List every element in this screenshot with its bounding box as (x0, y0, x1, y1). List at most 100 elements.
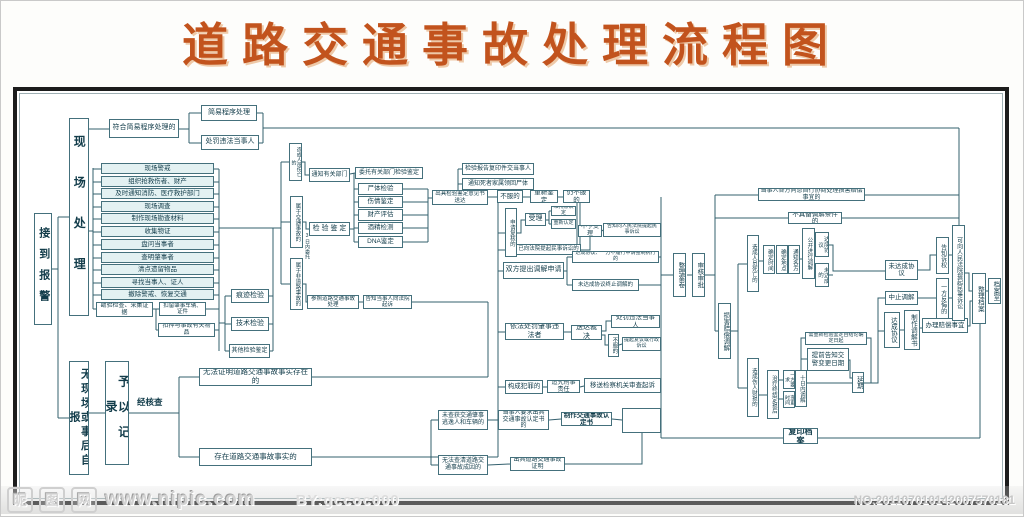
flow-node-after-treatment-ends: 治疗终结定损后 (767, 370, 779, 419)
flow-node-archive-room: 档案室 (988, 278, 1001, 304)
flow-node-transfer-procuratorate: 移送检察机关审查起诉 (584, 378, 661, 393)
flow-node-agreement-reached: 达成协议 (884, 312, 900, 348)
flow-node-new-finding: 重新认定 (551, 219, 576, 229)
flow-node-cannot-prove-accident: 无法证明道路交通事故事实存在的 (199, 368, 312, 386)
flow-node-agreement-enforce: 达成协议、一方不履行申请强制执行的 (572, 251, 659, 263)
flow-node-detain-vehicle: 扣留肇事车辆、证件 (159, 302, 206, 316)
flow-node-property-assess: 财产评估 (358, 209, 403, 221)
flow-node-still-dissatisfied: 仍不服的 (563, 190, 590, 203)
flow-node-item-4: 现场调查 (101, 201, 214, 212)
flow-node-open-mediation: 公开进行调解 (802, 228, 815, 279)
flow-node-damage-compensation-mediation: 损害赔偿调解 (718, 303, 731, 359)
flow-node-deliver-ruling: 送达裁决 (571, 325, 602, 340)
flow-node-item-8: 查明肇事者 (101, 252, 214, 263)
flow-node-accident-fact-exists: 存在道路交通事故事实的 (199, 448, 312, 466)
flow-node-blank-box (622, 408, 661, 433)
flow-node-postpone: 延期 (852, 372, 864, 393)
flow-node-injury-property-case: 造成伤人财损的 (747, 358, 759, 417)
flow-node-re-appraisal: 重新鉴定 (530, 190, 558, 203)
flow-node-make-mediation-doc: 制作调解书 (904, 310, 920, 350)
flow-node-no-agreement-end: 未达成协议终止调解的 (572, 279, 639, 291)
flow-node-scene-handling: 现场处理 (69, 118, 89, 316)
watermark-author: BY:gccoc000 (295, 491, 400, 509)
flow-node-inform-sue-court: 告知当事人向法院起诉 (363, 295, 412, 309)
flow-node-item-1: 现场警戒 (101, 163, 214, 174)
page-title: 道路交通事故处理流程图 (182, 20, 842, 71)
flow-node-make-record: 予以记录 (105, 361, 129, 465)
flow-node-hit-run-not-caught: 未查获交通肇事逃逸人和车辆的 (438, 410, 488, 430)
flow-node-casualty-branch: 造成人员伤亡的 (289, 143, 302, 181)
flow-node-other-exam: 其他检验鉴定 (229, 344, 270, 358)
flow-node-change-time: 变更时间 (783, 391, 795, 408)
flow-node-one-party-requests: 一方要求 (783, 370, 795, 389)
flow-node-one-party-reneges: 一方反悔的 (936, 278, 949, 319)
flow-node-no-mediation-conditions: 不具备调解条件的 (788, 212, 842, 224)
flow-node-no-agreement: 未达成协议 (885, 260, 918, 280)
flow-node-not-accepted: 不予受理 (578, 225, 602, 237)
flow-node-notify-departments: 通知有关部门 (309, 168, 350, 182)
flow-node-mediate-in-ten-days: 十日内调解 (795, 370, 807, 407)
flow-node-summary-procedure: 简易程序处理 (201, 105, 257, 121)
flow-label-after-verification: 经核查 (137, 397, 163, 407)
flow-node-dissatisfied: 不服的 (497, 190, 523, 203)
flow-node-set-time: 确定时间 (763, 245, 775, 274)
flow-node-archive-file: 整理档案 (972, 273, 986, 324)
flow-node-mediation-not-agreed: 未达成的 (815, 263, 829, 287)
flow-node-punish-violators: 依法处罚肇事违法者 (505, 323, 564, 340)
flow-node-item-6: 收集物证 (101, 226, 214, 237)
flow-node-traffic-accident-branch: 属于交通事故的 (290, 196, 303, 248)
flow-node-suspend-mediation: 中止调解 (885, 291, 918, 305)
flow-node-uphold-finding: 维持原认定 (551, 206, 576, 216)
watermark-url: www.nipic.com (105, 489, 256, 510)
flow-node-tech-exam: 技术检验 (231, 317, 269, 331)
flow-node-inspection-appraisal: 检 验 鉴 定 (309, 222, 350, 236)
flow-node-alcohol-test: 酒精检测 (358, 222, 403, 234)
flow-node-entrust-appraisal: 委托有关部门检验鉴定 (355, 167, 423, 179)
flow-node-item-5: 制作现场勘查材料 (101, 213, 214, 224)
flow-node-party-requests-finding: 当事人要求出具交通事故认定书的 (498, 410, 549, 430)
flow-node-cause-unclear: 无法查清道路交通事故成因的 (438, 455, 488, 475)
nipic-logo: 昵图网 (7, 487, 97, 513)
flow-node-seize-items: 扣押与事故有关物品 (158, 323, 215, 337)
flow-node-already-sued: 已向法院提起民事诉讼的 (516, 244, 581, 255)
flow-node-death-case: 造成人员死亡的 (747, 235, 759, 292)
nipic-logo-block: 图 (39, 487, 65, 513)
flow-node-punish-violator-top: 处罚违法当事人 (201, 135, 259, 150)
flow-node-organize-file: 整理案卷 (673, 253, 686, 297)
flow-node-notify-claim-body: 通知死者家属领回尸体 (462, 178, 534, 190)
flow-node-refer-road-rules: 参照道路交通事故处理 (307, 295, 359, 309)
flow-node-dna-test: DNA鉴定 (358, 236, 403, 248)
flow-node-dissent: 不服的 (608, 334, 619, 357)
flow-node-non-road-branch: 属于非道路事故的 (290, 258, 303, 310)
flow-node-no-scene-self-report: 无现场或事后自报 (69, 361, 89, 475)
flow-node-injury-exam: 伤情鉴定 (358, 196, 403, 208)
flow-node-constitutes-crime: 构成犯罪的 (505, 380, 543, 394)
flow-node-parties-self-settle: 当事人各方同意自行协商处理损害赔偿事宜的 (758, 188, 865, 201)
watermark-serial: NO:201107010142007570181 (853, 493, 1015, 507)
nipic-logo-block: 昵 (7, 487, 33, 513)
flow-node-copy-archive: 复印档案 (783, 428, 818, 444)
flow-node-body-exam: 尸体检验 (358, 183, 403, 195)
flow-node-set-place: 确定地点 (776, 245, 788, 274)
flow-node-item-9: 清点遗留物品 (101, 264, 214, 275)
flow-node-item-7: 盘问当事者 (101, 239, 214, 250)
flow-node-review-approve: 审核审批 (692, 253, 705, 297)
flow-node-need-re-appraisal: 需重新检验鉴定自结论确定日起 (805, 332, 867, 345)
flow-node-copy-report-family: 检验报告复印件交当事人 (462, 163, 534, 175)
flow-node-mediation-agreed: 达成协议 (815, 232, 829, 257)
flow-node-item-10: 寻找当事人、证人 (101, 277, 214, 288)
flow-node-notify-parties: 通知各方 (788, 245, 800, 274)
flow-node-item-3: 及时通知消防、医疗救护部门 (101, 188, 214, 199)
flow-node-inform-police-change-date: 提前告知交警变更日期 (807, 348, 849, 371)
flow-node-admin-reconsideration: 提起复议或行政诉讼 (622, 337, 661, 351)
flow-node-civil-suit-court: 可向人民法院提起民事诉讼 (952, 225, 965, 321)
flow-node-item-11: 撤除警戒、恢复交通 (101, 289, 214, 300)
flow-node-make-accident-finding: 制作交通事故认定书 (561, 412, 612, 426)
flow-node-item-2: 组织抢救伤者、财产 (101, 176, 214, 187)
flow-node-inform-civil-suit: 告知向人民法院提起民事诉讼 (603, 223, 661, 237)
flow-node-issue-appraisal-opinion: 出具检验鉴定意见书送达 (432, 190, 488, 205)
flow-node-receive-report: 接到报警 (34, 213, 52, 325)
flow-node-accept-review: 受理 (525, 213, 546, 226)
flow-node-fits-summary-procedure: 符合简易程序处理的 (109, 119, 179, 138)
